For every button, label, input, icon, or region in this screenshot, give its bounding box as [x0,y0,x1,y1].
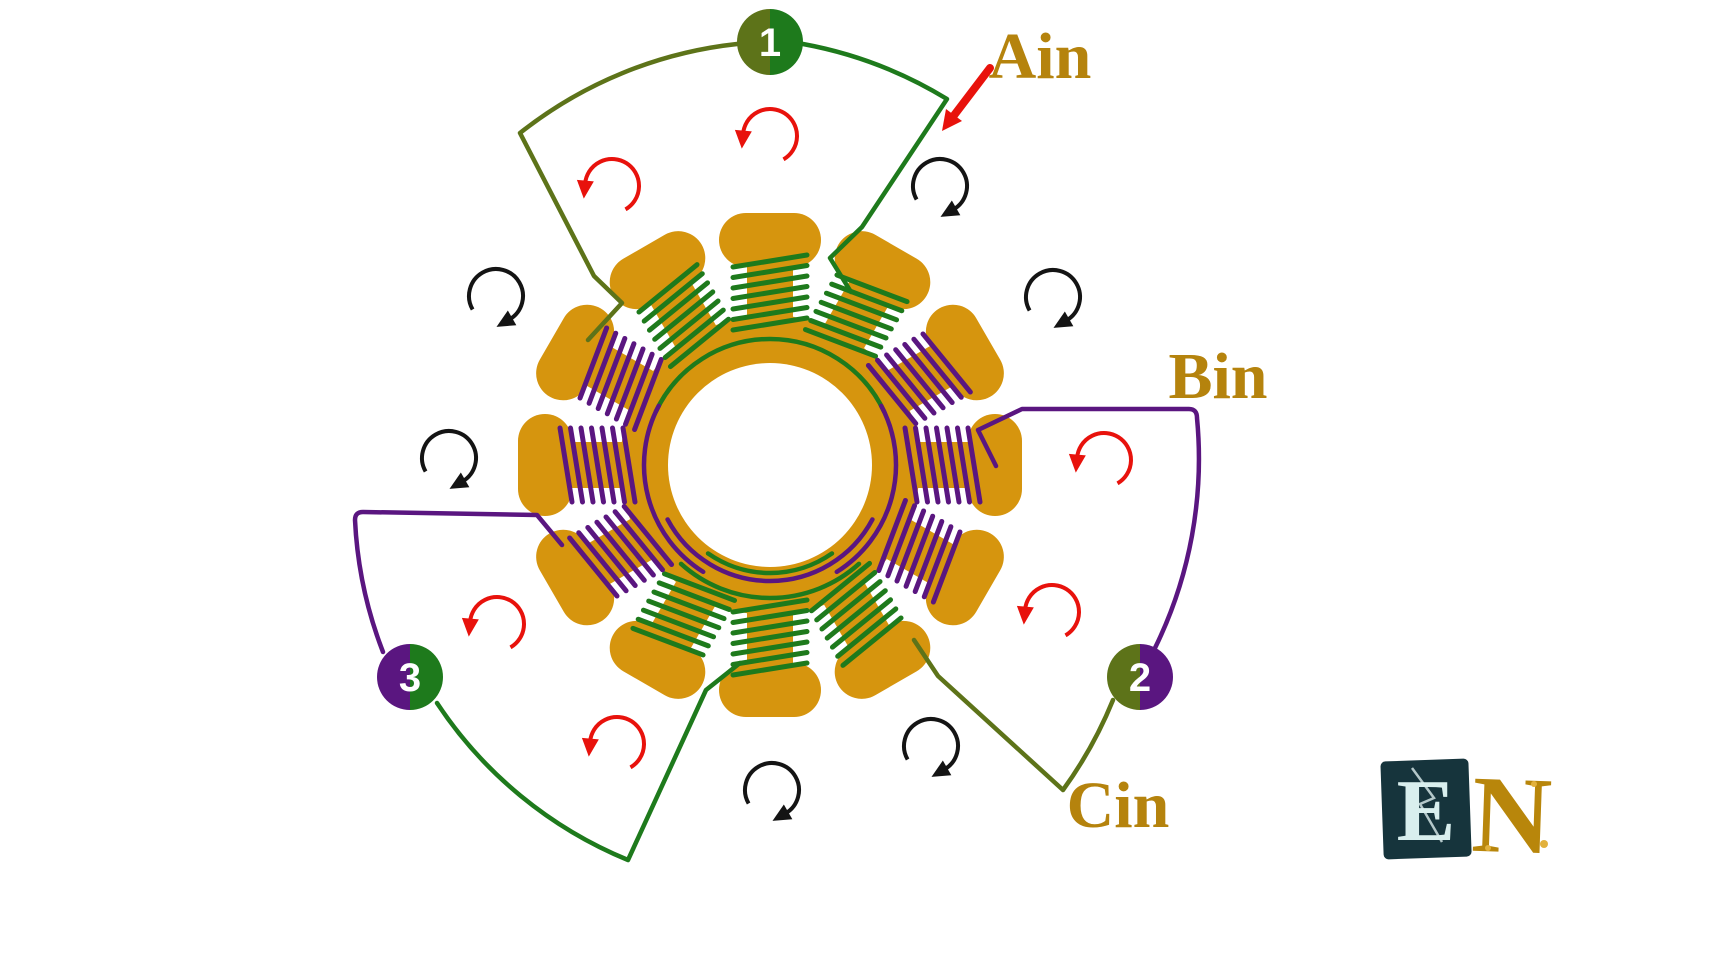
winding-connector-arc [834,403,899,575]
rotation-arrow-cw-icon [1024,268,1082,328]
terminal-1: 1 [737,9,803,75]
ain-pointer-arrow [942,64,994,131]
rotation-arrow-cw-icon [902,717,960,777]
rotation-arrow-ccw-icon [461,595,526,650]
rotation-arrow-cw-icon [467,267,525,327]
terminal-2-right-half [1140,644,1173,710]
terminal-1-number: 1 [759,21,781,65]
logo-letter-n: N [1470,753,1554,878]
terminal-2-number: 2 [1129,656,1151,700]
tooth-coil [557,425,638,505]
phase-c-input-wire [911,637,1116,793]
tooth-coil [636,262,732,370]
phase-c-wire-to-terminal-1 [517,41,740,343]
rotation-arrow-ccw-icon [576,157,641,212]
logo: E N [1380,753,1554,878]
logo-dot-icon [1540,840,1548,848]
label-phase-a: Ain [989,20,1092,93]
stator-coils [557,252,983,678]
tooth-coil [902,425,983,505]
rotation-arrow-ccw-icon [734,107,799,162]
rotation-arrow-ccw-icon [581,715,646,770]
tooth-coil [865,331,973,427]
winding-connector-arc [678,561,862,601]
terminal-2-left-half [1107,644,1140,710]
phase-b-input-wire [975,406,1202,651]
tooth-coil [876,497,963,605]
rotation-arrow-cw-icon [420,429,478,489]
rotation-arrow-ccw-icon [1016,583,1081,638]
stator [518,213,1022,717]
phase-b-wire-to-terminal-3 [352,509,565,655]
rotation-arrow-cw-icon [743,761,801,821]
rotation-arrow-cw-icon [911,157,969,217]
rotation-arrows [420,107,1133,821]
ain-pointer-arrow-shaft [948,64,994,122]
terminal-1-left-half [737,9,770,75]
tooth-coil [808,560,904,668]
label-phase-c: Cin [1067,769,1170,842]
terminal-3-left-half [377,644,410,710]
terminal-3-right-half [410,644,443,710]
winding-connector-arcs [641,336,899,601]
label-phase-b: Bin [1168,340,1267,413]
tooth-coil [730,252,810,333]
rotation-arrow-ccw-icon [1068,431,1133,486]
phase-a-input-wire [800,41,950,295]
terminal-1-right-half [770,9,803,75]
logo-lightning-icon [1410,767,1444,843]
ain-pointer-arrow-head [942,109,962,131]
terminal-3: 3 [377,644,443,710]
winding-connector-arc [653,336,887,414]
winding-connector-arc [665,517,875,584]
stator-bore [668,363,872,567]
winding-connector-arc [705,551,835,576]
phase-wires [352,41,1202,863]
tooth-coil [802,272,910,359]
tooth-coil [577,325,664,433]
winding-connector-arc [641,403,706,575]
phase-a-wire-to-terminal-3 [434,660,743,863]
logo-dot-icon [1485,845,1491,851]
tooth-coil [730,597,810,678]
terminal-2: 2 [1107,644,1173,710]
logo-dot-icon [1531,781,1537,787]
logo-e-block [1380,758,1472,860]
tooth-coil [567,503,675,599]
terminal-3-number: 3 [399,656,421,700]
logo-letter-e: E [1397,763,1456,860]
tooth-coil [630,571,738,658]
